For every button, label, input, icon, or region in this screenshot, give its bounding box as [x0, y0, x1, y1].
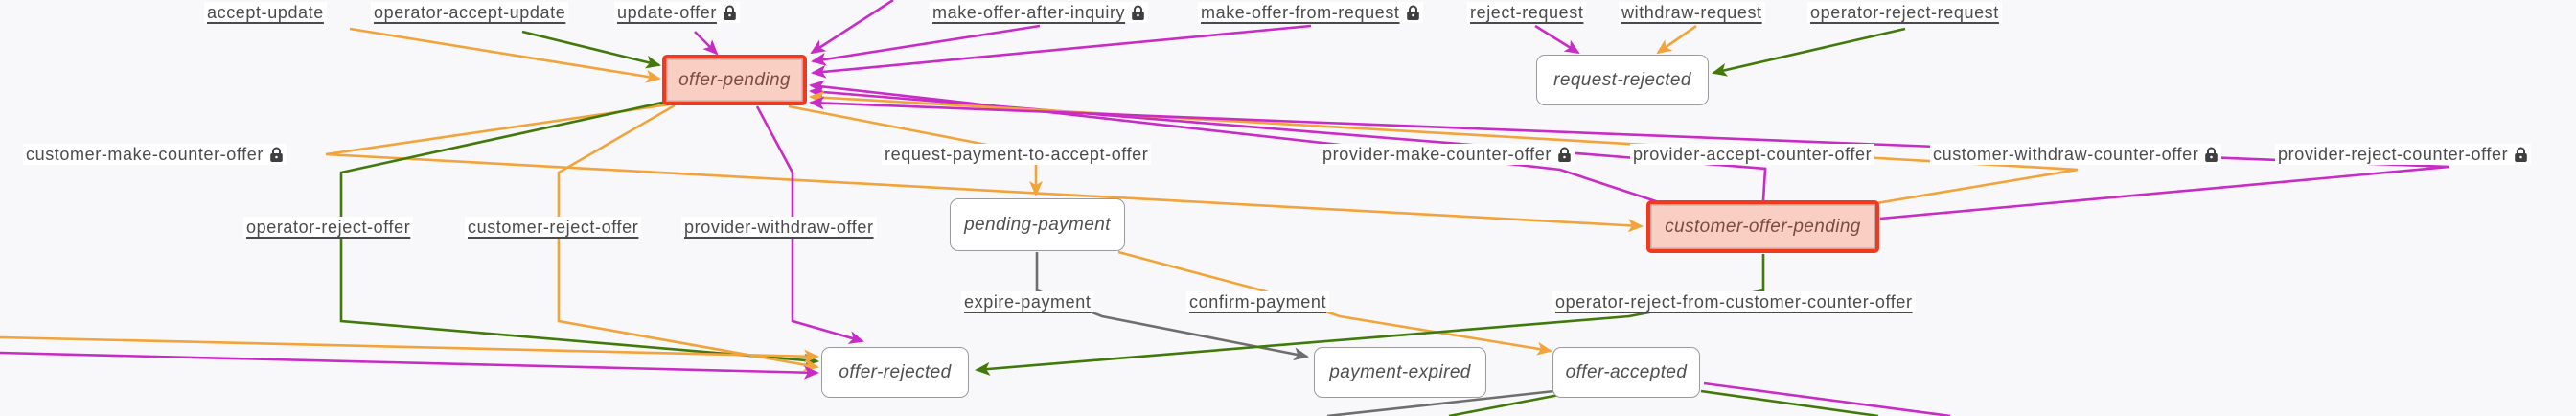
transition-label-customer-make-counter-offer: customer-make-counter-offer [23, 144, 287, 165]
lock-icon [2515, 147, 2527, 162]
lock-icon [270, 147, 283, 162]
state-node-label: request-rejected [1553, 69, 1691, 90]
transition-label-text[interactable]: expire-payment [964, 292, 1092, 312]
state-node-customer-offer-pending[interactable]: customer-offer-pending [1646, 200, 1879, 253]
lock-icon [1558, 147, 1571, 162]
state-node-pending-payment[interactable]: pending-payment [950, 198, 1125, 251]
state-node-label: pending-payment [964, 214, 1111, 235]
transition-label-operator-reject-offer[interactable]: operator-reject-offer [243, 217, 414, 238]
transition-label-text[interactable]: operator-accept-update [374, 3, 566, 22]
edge-edge-from-left-magenta [0, 351, 819, 380]
transition-label-text[interactable]: operator-reject-request [1810, 3, 1999, 22]
transition-label-text: customer-withdraw-counter-offer [1933, 145, 2199, 164]
transition-label-make-offer-from-request[interactable]: make-offer-from-request [1198, 2, 1423, 23]
transition-label-text[interactable]: operator-reject-from-customer-counter-of… [1555, 292, 1913, 312]
lock-icon [1406, 5, 1419, 20]
transition-label-text[interactable]: accept-update [207, 3, 324, 22]
transition-label-make-offer-after-inquiry[interactable]: make-offer-after-inquiry [930, 2, 1149, 23]
state-node-label: offer-rejected [839, 361, 952, 382]
transition-label-operator-accept-update[interactable]: operator-accept-update [371, 2, 569, 23]
transition-label-request-payment-to-accept-offer: request-payment-to-accept-offer [882, 144, 1152, 165]
state-node-offer-accepted[interactable]: offer-accepted [1552, 347, 1700, 398]
transition-label-text[interactable]: make-offer-after-inquiry [932, 3, 1126, 22]
transition-label-text[interactable]: withdraw-request [1622, 3, 1762, 22]
transition-label-accept-update[interactable]: accept-update [204, 2, 327, 23]
edge-confirm-payment [1117, 250, 1552, 356]
edge-make-offer-from-request [811, 24, 1312, 79]
transition-label-provider-withdraw-offer[interactable]: provider-withdraw-offer [681, 217, 877, 238]
transition-label-text: provider-reject-counter-offer [2278, 145, 2509, 164]
transition-label-text[interactable]: make-offer-from-request [1201, 3, 1400, 22]
transition-label-withdraw-request[interactable]: withdraw-request [1619, 2, 1765, 23]
transition-label-text[interactable]: reject-request [1470, 3, 1584, 22]
transition-label-update-offer[interactable]: update-offer [614, 2, 740, 23]
state-node-request-rejected[interactable]: request-rejected [1536, 55, 1709, 105]
transition-label-customer-withdraw-counter-offer: customer-withdraw-counter-offer [1930, 144, 2222, 165]
transition-label-text: request-payment-to-accept-offer [885, 145, 1149, 164]
transition-label-operator-reject-from-customer-counter-offer[interactable]: operator-reject-from-customer-counter-of… [1552, 291, 1916, 312]
edge-operator-accept-update [521, 30, 661, 69]
transition-label-provider-reject-counter-offer: provider-reject-counter-offer [2275, 144, 2532, 165]
transition-label-provider-make-counter-offer: provider-make-counter-offer [1320, 144, 1575, 165]
transition-label-expire-payment[interactable]: expire-payment [961, 291, 1094, 312]
lock-icon [1132, 5, 1144, 20]
edge-reject-request [1534, 24, 1580, 55]
transition-label-text[interactable]: update-offer [617, 3, 717, 22]
state-node-offer-pending[interactable]: offer-pending [662, 55, 807, 105]
transition-label-text[interactable]: customer-reject-offer [468, 218, 639, 237]
edge-make-offer-after-inquiry [811, 24, 1041, 66]
state-node-label: payment-expired [1329, 361, 1471, 382]
transition-label-text[interactable]: operator-reject-offer [246, 218, 411, 237]
edge-update-offer [694, 31, 719, 56]
edge-edge-from-left-orange [0, 335, 819, 363]
lock-icon [724, 5, 736, 20]
transition-label-confirm-payment[interactable]: confirm-payment [1186, 291, 1330, 312]
transition-label-reject-request[interactable]: reject-request [1467, 2, 1587, 23]
edge-edge-out-green-right [1700, 389, 1879, 416]
transition-label-text[interactable]: confirm-payment [1189, 292, 1327, 312]
state-node-label: customer-offer-pending [1665, 216, 1861, 237]
edge-accept-update [349, 27, 661, 83]
transition-label-text: provider-accept-counter-offer [1633, 145, 1873, 164]
state-node-payment-expired[interactable]: payment-expired [1314, 347, 1486, 398]
state-node-label: offer-accepted [1565, 361, 1688, 382]
lock-icon [2205, 147, 2219, 162]
transition-label-text: customer-make-counter-offer [26, 145, 264, 164]
transition-label-text[interactable]: provider-withdraw-offer [684, 218, 874, 237]
state-node-offer-rejected[interactable]: offer-rejected [821, 347, 969, 398]
edge-withdraw-request [1656, 24, 1697, 55]
transition-label-operator-reject-request[interactable]: operator-reject-request [1807, 2, 2002, 23]
edge-operator-reject-request [1712, 27, 1906, 77]
edges-group [0, 0, 2450, 416]
edge-edge-out-magenta [1703, 381, 1951, 416]
edge-edge-out-green-left [1448, 393, 1560, 416]
transition-label-text: provider-make-counter-offer [1322, 145, 1552, 164]
edge-make-offer-top [810, 0, 894, 55]
transition-label-customer-reject-offer[interactable]: customer-reject-offer [465, 217, 642, 238]
state-node-label: offer-pending [678, 69, 791, 90]
transition-label-provider-accept-counter-offer: provider-accept-counter-offer [1630, 144, 1875, 165]
